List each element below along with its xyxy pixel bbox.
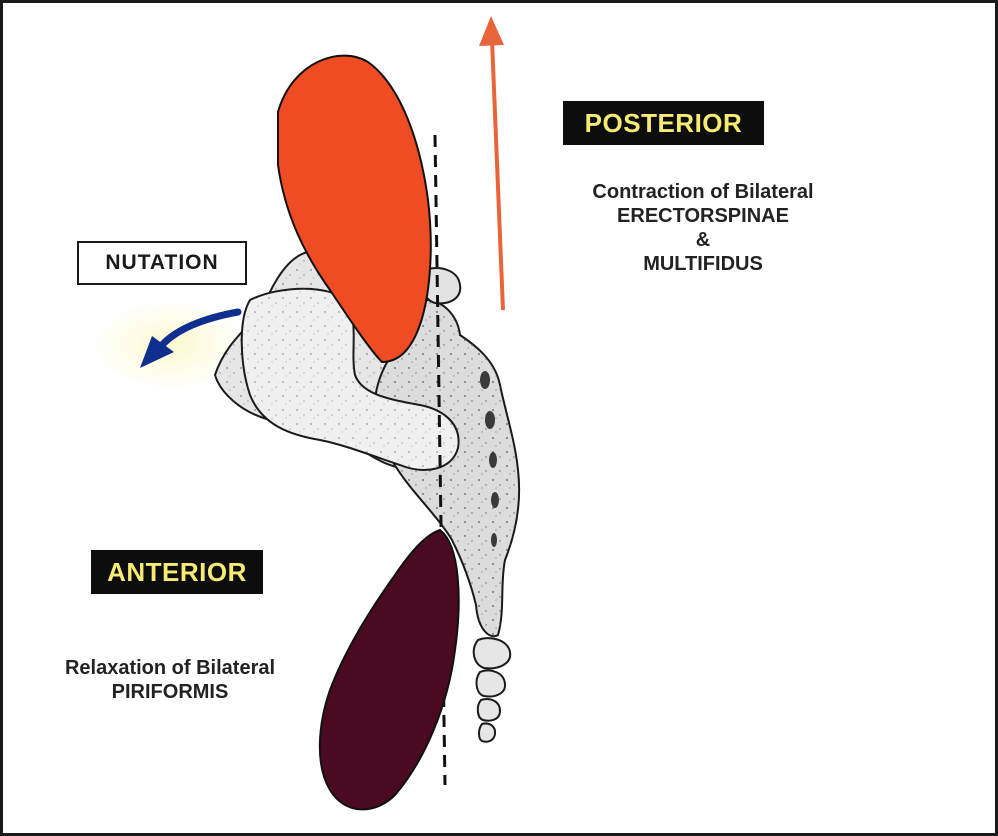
sacral-foramina bbox=[480, 371, 499, 547]
nutation-arrow bbox=[140, 308, 242, 368]
anterior-description-line-2: PIRIFORMIS bbox=[111, 681, 229, 703]
anterior-description-line-1: Relaxation of Bilateral bbox=[64, 657, 276, 679]
posterior-description-line-1: Contraction of Bilateral bbox=[592, 181, 814, 203]
anterior-label: ANTERIOR bbox=[91, 550, 263, 594]
posterior-description-line-2: ERECTORSPINAE bbox=[617, 205, 789, 227]
posterior-direction-arrow bbox=[479, 16, 505, 311]
anterior-description: Relaxation of Bilateral PIRIFORMIS bbox=[30, 656, 310, 704]
posterior-description: Contraction of Bilateral ERECTORSPINAE &… bbox=[563, 180, 843, 276]
posterior-description-line-4: MULTIFIDUS bbox=[643, 253, 763, 275]
erector-spinae-muscle bbox=[277, 54, 432, 364]
coccyx-bone bbox=[472, 637, 512, 743]
posterior-description-line-3: & bbox=[695, 229, 711, 251]
nutation-label: NUTATION bbox=[77, 241, 247, 285]
posterior-label: POSTERIOR bbox=[563, 101, 764, 145]
piriformis-muscle bbox=[318, 528, 460, 811]
